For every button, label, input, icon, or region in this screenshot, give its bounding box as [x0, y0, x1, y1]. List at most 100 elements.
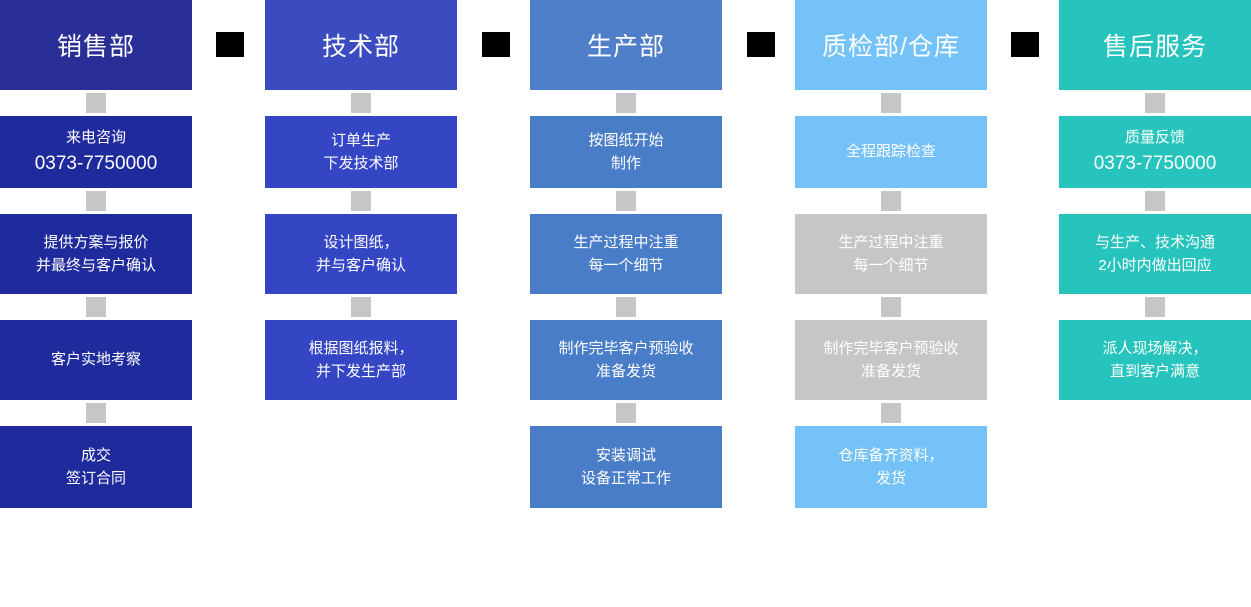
node-tech-3[interactable]: 根据图纸报料， 并下发生产部: [265, 320, 457, 400]
vertical-connector: [1059, 90, 1251, 116]
vertical-connector: [795, 188, 987, 214]
node-text-line: 来电咨询: [65, 128, 126, 146]
node-text-line: 订单生产: [330, 131, 391, 149]
node-production-3[interactable]: 制作完毕客户预验收准备发货: [530, 320, 722, 400]
node-text-line: 全程跟踪检查: [845, 143, 936, 161]
connector-square-icon: [881, 93, 901, 113]
horizontal-connector-3: [747, 32, 775, 57]
vertical-connector: [795, 294, 987, 320]
node-sales-1[interactable]: 来电咨询 0373-7750000: [0, 116, 192, 188]
vertical-connector: [1059, 294, 1251, 320]
connector-square-icon: [881, 191, 901, 211]
node-text-line: 直到客户满意: [1109, 363, 1200, 380]
vertical-connector: [530, 188, 722, 214]
connector-square-icon: [1145, 93, 1165, 113]
column-tech: 技术部订单生产下发技术部设计图纸， 并与客户确认根据图纸报料， 并下发生产部: [265, 0, 457, 400]
connector-square-icon: [616, 403, 636, 423]
vertical-connector: [0, 90, 192, 116]
connector-square-icon: [351, 93, 371, 113]
connector-square-icon: [616, 191, 636, 211]
connector-square-icon: [881, 403, 901, 423]
node-sales-2[interactable]: 提供方案与报价并最终与客户确认: [0, 214, 192, 294]
node-text-line: 按图纸开始: [588, 131, 664, 149]
node-text-line: 提供方案与报价: [43, 233, 149, 251]
node-sales-4[interactable]: 成交签订合同: [0, 426, 192, 508]
connector-square-icon: [1145, 191, 1165, 211]
node-text-line: 每一个细节: [588, 257, 664, 274]
node-qc-1[interactable]: 全程跟踪检查: [795, 116, 987, 188]
node-text-line: 并最终与客户确认: [35, 257, 156, 274]
connector-square-icon: [1145, 297, 1165, 317]
vertical-connector: [265, 188, 457, 214]
node-text-line: 并下发生产部: [315, 363, 406, 380]
node-text-line: 下发技术部: [323, 155, 399, 172]
column-header-tech[interactable]: 技术部: [265, 0, 457, 90]
node-production-2[interactable]: 生产过程中注重每一个细节: [530, 214, 722, 294]
column-header-sales[interactable]: 销售部: [0, 0, 192, 90]
node-text-line: 准备发货: [595, 363, 656, 380]
node-tech-1[interactable]: 订单生产下发技术部: [265, 116, 457, 188]
node-text-line: 根据图纸报料，: [308, 339, 414, 357]
node-text-line: 制作: [610, 155, 641, 172]
node-text-line: 成交: [80, 446, 111, 464]
connector-square-icon: [86, 297, 106, 317]
column-header-qc[interactable]: 质检部/仓库: [795, 0, 987, 90]
node-tech-2[interactable]: 设计图纸， 并与客户确认: [265, 214, 457, 294]
node-text-line: 制作完毕客户预验收: [558, 339, 694, 357]
node-text-line: 生产过程中注重: [573, 233, 679, 251]
node-aftersales-2[interactable]: 与生产、技术沟通 2小时内做出回应: [1059, 214, 1251, 294]
horizontal-connector-1: [216, 32, 244, 57]
vertical-connector: [0, 294, 192, 320]
vertical-connector: [530, 90, 722, 116]
node-text-line: 并与客户确认: [315, 257, 406, 274]
connector-square-icon: [351, 297, 371, 317]
node-text-line: 安装调试: [595, 446, 656, 464]
node-qc-3[interactable]: 制作完毕客户预验收准备发货: [795, 320, 987, 400]
connector-square-icon: [616, 297, 636, 317]
node-text-line: 签订合同: [65, 470, 126, 487]
node-text-line: 准备发货: [860, 363, 921, 380]
node-production-1[interactable]: 按图纸开始制作: [530, 116, 722, 188]
vertical-connector: [0, 188, 192, 214]
connector-square-icon: [881, 297, 901, 317]
node-text-line: 0373-7750000: [34, 152, 158, 174]
node-text-line: 与生产、技术沟通: [1094, 233, 1215, 251]
node-text-line: 0373-7750000: [1093, 152, 1217, 174]
connector-square-icon: [86, 191, 106, 211]
node-text-line: 制作完毕客户预验收: [823, 339, 959, 357]
vertical-connector: [795, 90, 987, 116]
horizontal-connector-4: [1011, 32, 1039, 57]
node-text-line: 设备正常工作: [580, 470, 671, 487]
node-text-line: 每一个细节: [853, 257, 929, 274]
node-text-line: 发货: [875, 470, 906, 487]
vertical-connector: [530, 400, 722, 426]
connector-square-icon: [351, 191, 371, 211]
vertical-connector: [530, 294, 722, 320]
node-qc-4[interactable]: 仓库备齐资料， 发货: [795, 426, 987, 508]
vertical-connector: [0, 400, 192, 426]
node-production-4[interactable]: 安装调试设备正常工作: [530, 426, 722, 508]
column-header-production[interactable]: 生产部: [530, 0, 722, 90]
node-aftersales-3[interactable]: 派人现场解决，直到客户满意: [1059, 320, 1251, 400]
connector-square-icon: [86, 93, 106, 113]
vertical-connector: [1059, 188, 1251, 214]
vertical-connector: [265, 294, 457, 320]
column-qc: 质检部/仓库全程跟踪检查生产过程中注重每一个细节制作完毕客户预验收准备发货仓库备…: [795, 0, 987, 508]
node-sales-3[interactable]: 客户实地考察: [0, 320, 192, 400]
node-text-line: 设计图纸，: [323, 233, 399, 251]
node-qc-2[interactable]: 生产过程中注重每一个细节: [795, 214, 987, 294]
vertical-connector: [795, 400, 987, 426]
node-text-line: 2小时内做出回应: [1098, 257, 1212, 274]
node-text-line: 仓库备齐资料，: [838, 446, 944, 464]
column-header-aftersales[interactable]: 售后服务: [1059, 0, 1251, 90]
connector-square-icon: [616, 93, 636, 113]
vertical-connector: [265, 90, 457, 116]
node-text-line: 生产过程中注重: [838, 233, 944, 251]
column-production: 生产部按图纸开始制作生产过程中注重每一个细节制作完毕客户预验收准备发货安装调试设…: [530, 0, 722, 508]
node-text-line: 客户实地考察: [50, 351, 141, 369]
connector-square-icon: [86, 403, 106, 423]
